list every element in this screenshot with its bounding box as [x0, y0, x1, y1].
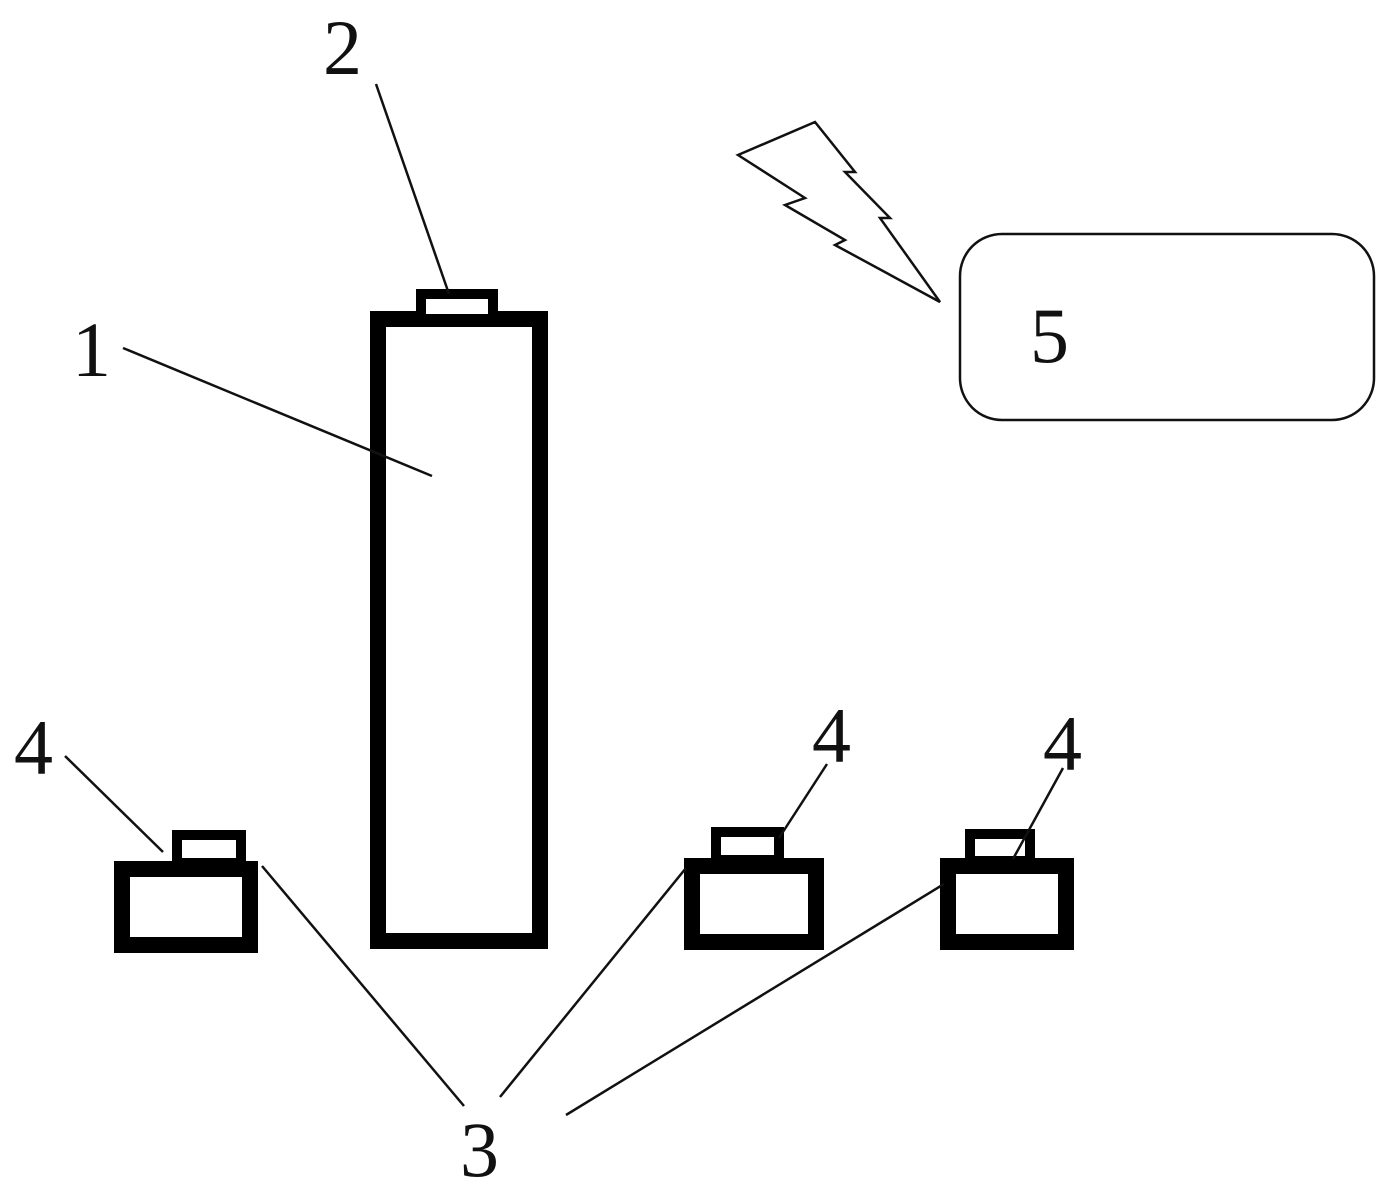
leader-line-1 — [122, 346, 433, 478]
leader-line-4-middle — [777, 763, 829, 839]
small-unit-left-body — [114, 861, 258, 953]
leader-line-2 — [374, 83, 451, 295]
leader-line-3-middle — [499, 867, 687, 1098]
label-4-right: 4 — [1043, 700, 1082, 787]
small-unit-right — [940, 829, 1074, 950]
remote-box — [958, 232, 1376, 422]
leader-line-4-right — [1011, 767, 1065, 860]
leader-line-4-left — [64, 755, 164, 853]
small-unit-right-body — [940, 858, 1074, 950]
small-unit-middle-cap — [711, 827, 784, 865]
small-unit-left-cap — [172, 830, 246, 868]
leader-line-3-right — [565, 882, 945, 1117]
tall-unit-cap — [416, 289, 498, 324]
small-unit-middle-body — [684, 858, 824, 950]
small-unit-middle — [684, 827, 824, 950]
small-unit-left — [114, 830, 258, 953]
label-3: 3 — [460, 1106, 499, 1193]
tall-unit — [370, 289, 548, 949]
label-5: 5 — [1030, 292, 1069, 379]
lightning-bolt-icon — [735, 120, 942, 304]
label-4-left: 4 — [14, 704, 53, 791]
small-unit-right-cap — [965, 829, 1035, 866]
label-1: 1 — [72, 306, 111, 393]
tall-unit-body — [370, 311, 548, 949]
leader-line-3-left — [261, 865, 465, 1107]
label-2: 2 — [323, 4, 362, 91]
label-4-middle: 4 — [812, 692, 851, 779]
